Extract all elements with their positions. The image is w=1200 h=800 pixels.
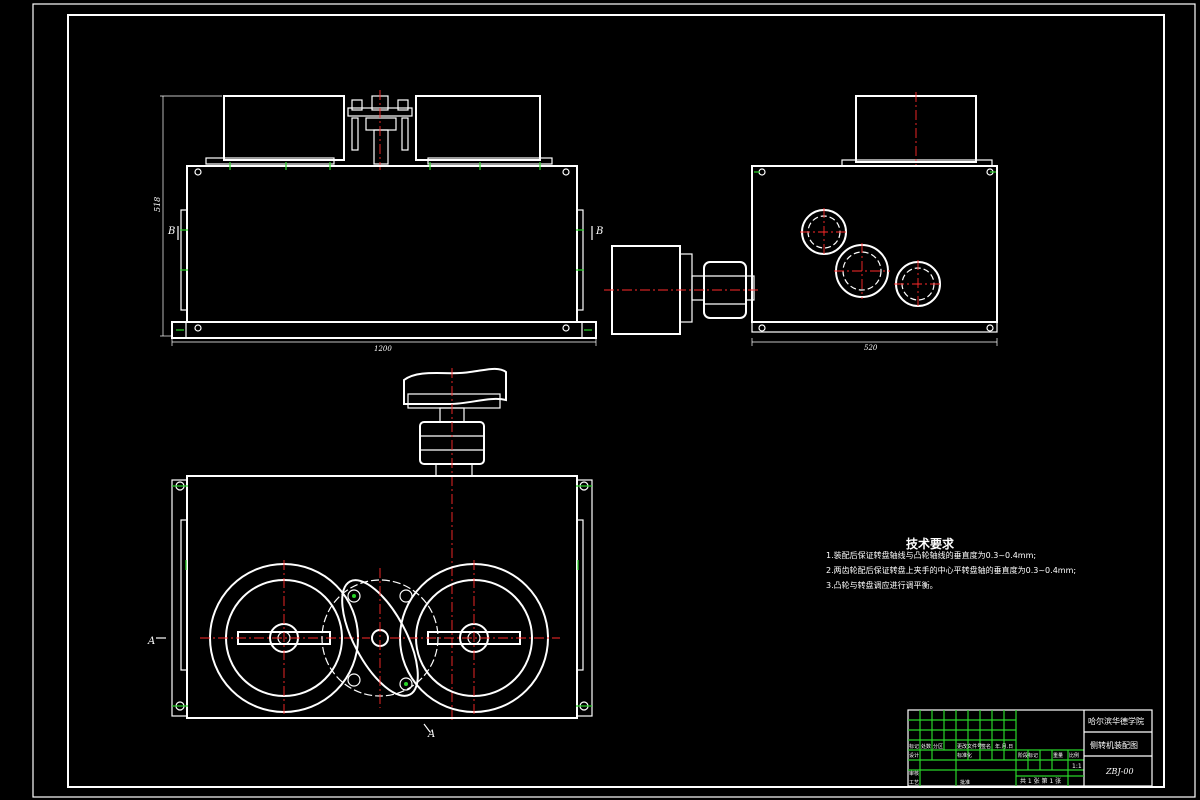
notes-heading: 技术要求 — [906, 536, 955, 551]
tb-approve: 批准 — [960, 779, 970, 786]
tb-mark: 标记 — [909, 743, 919, 750]
section-view-a: A A — [147, 367, 593, 740]
tb-date: 年.月.日 — [995, 743, 1013, 750]
outer-frame — [32, 3, 1196, 798]
side-view: 520 — [604, 92, 998, 352]
section-b-left: B — [167, 226, 175, 237]
tb-count: 处数 — [921, 743, 931, 750]
section-a-bottom: A — [427, 729, 435, 740]
dim-height-label: 518 — [153, 197, 162, 212]
tb-weight: 重量 — [1053, 752, 1063, 759]
front-view: 518 1200 B B — [153, 90, 603, 353]
note-2: 2.两齿轮配后保证转盘上夹手的中心平转盘轴的垂直度为0.3~0.4mm; — [826, 565, 1076, 575]
technical-notes: 技术要求 1.装配后保证转盘轴线与凸轮轴线的垂直度为0.3~0.4mm; 2.两… — [826, 536, 1076, 590]
tb-ratio: 比例 — [1069, 752, 1079, 759]
tb-school: 哈尔滨华德学院 — [1088, 716, 1144, 726]
section-b-right: B — [595, 226, 603, 237]
tb-sheet: 共 1 张 第 1 张 — [1020, 777, 1061, 785]
tb-zone: 分区 — [933, 743, 943, 750]
tb-standardize: 标准化 — [957, 752, 972, 759]
tb-design: 设计 — [909, 752, 919, 759]
title-block: 标记 处数 分区 更改文件号 签名 年.月.日 设计 标准化 阶段标记 重量 比… — [907, 709, 1153, 787]
section-a-left: A — [147, 636, 155, 647]
tb-scale: 1:1 — [1072, 763, 1082, 770]
tb-signature: 签名 — [981, 743, 991, 750]
tb-drawing-number: ZBJ-00 — [1105, 767, 1134, 776]
tb-review: 审核 — [909, 770, 919, 777]
tb-process: 工艺 — [909, 780, 919, 786]
note-1: 1.装配后保证转盘轴线与凸轮轴线的垂直度为0.3~0.4mm; — [826, 550, 1036, 560]
dim-side-width-label: 520 — [864, 344, 878, 352]
dim-front-width-label: 1200 — [374, 345, 392, 353]
tb-drawing-name: 侧转机装配图 — [1090, 740, 1138, 750]
inner-frame — [67, 14, 1165, 788]
tb-change-doc: 更改文件号 — [957, 743, 982, 750]
note-3: 3.凸轮与转盘调应进行调平衡。 — [826, 580, 938, 590]
tb-stage-mark: 阶段标记 — [1018, 752, 1038, 759]
